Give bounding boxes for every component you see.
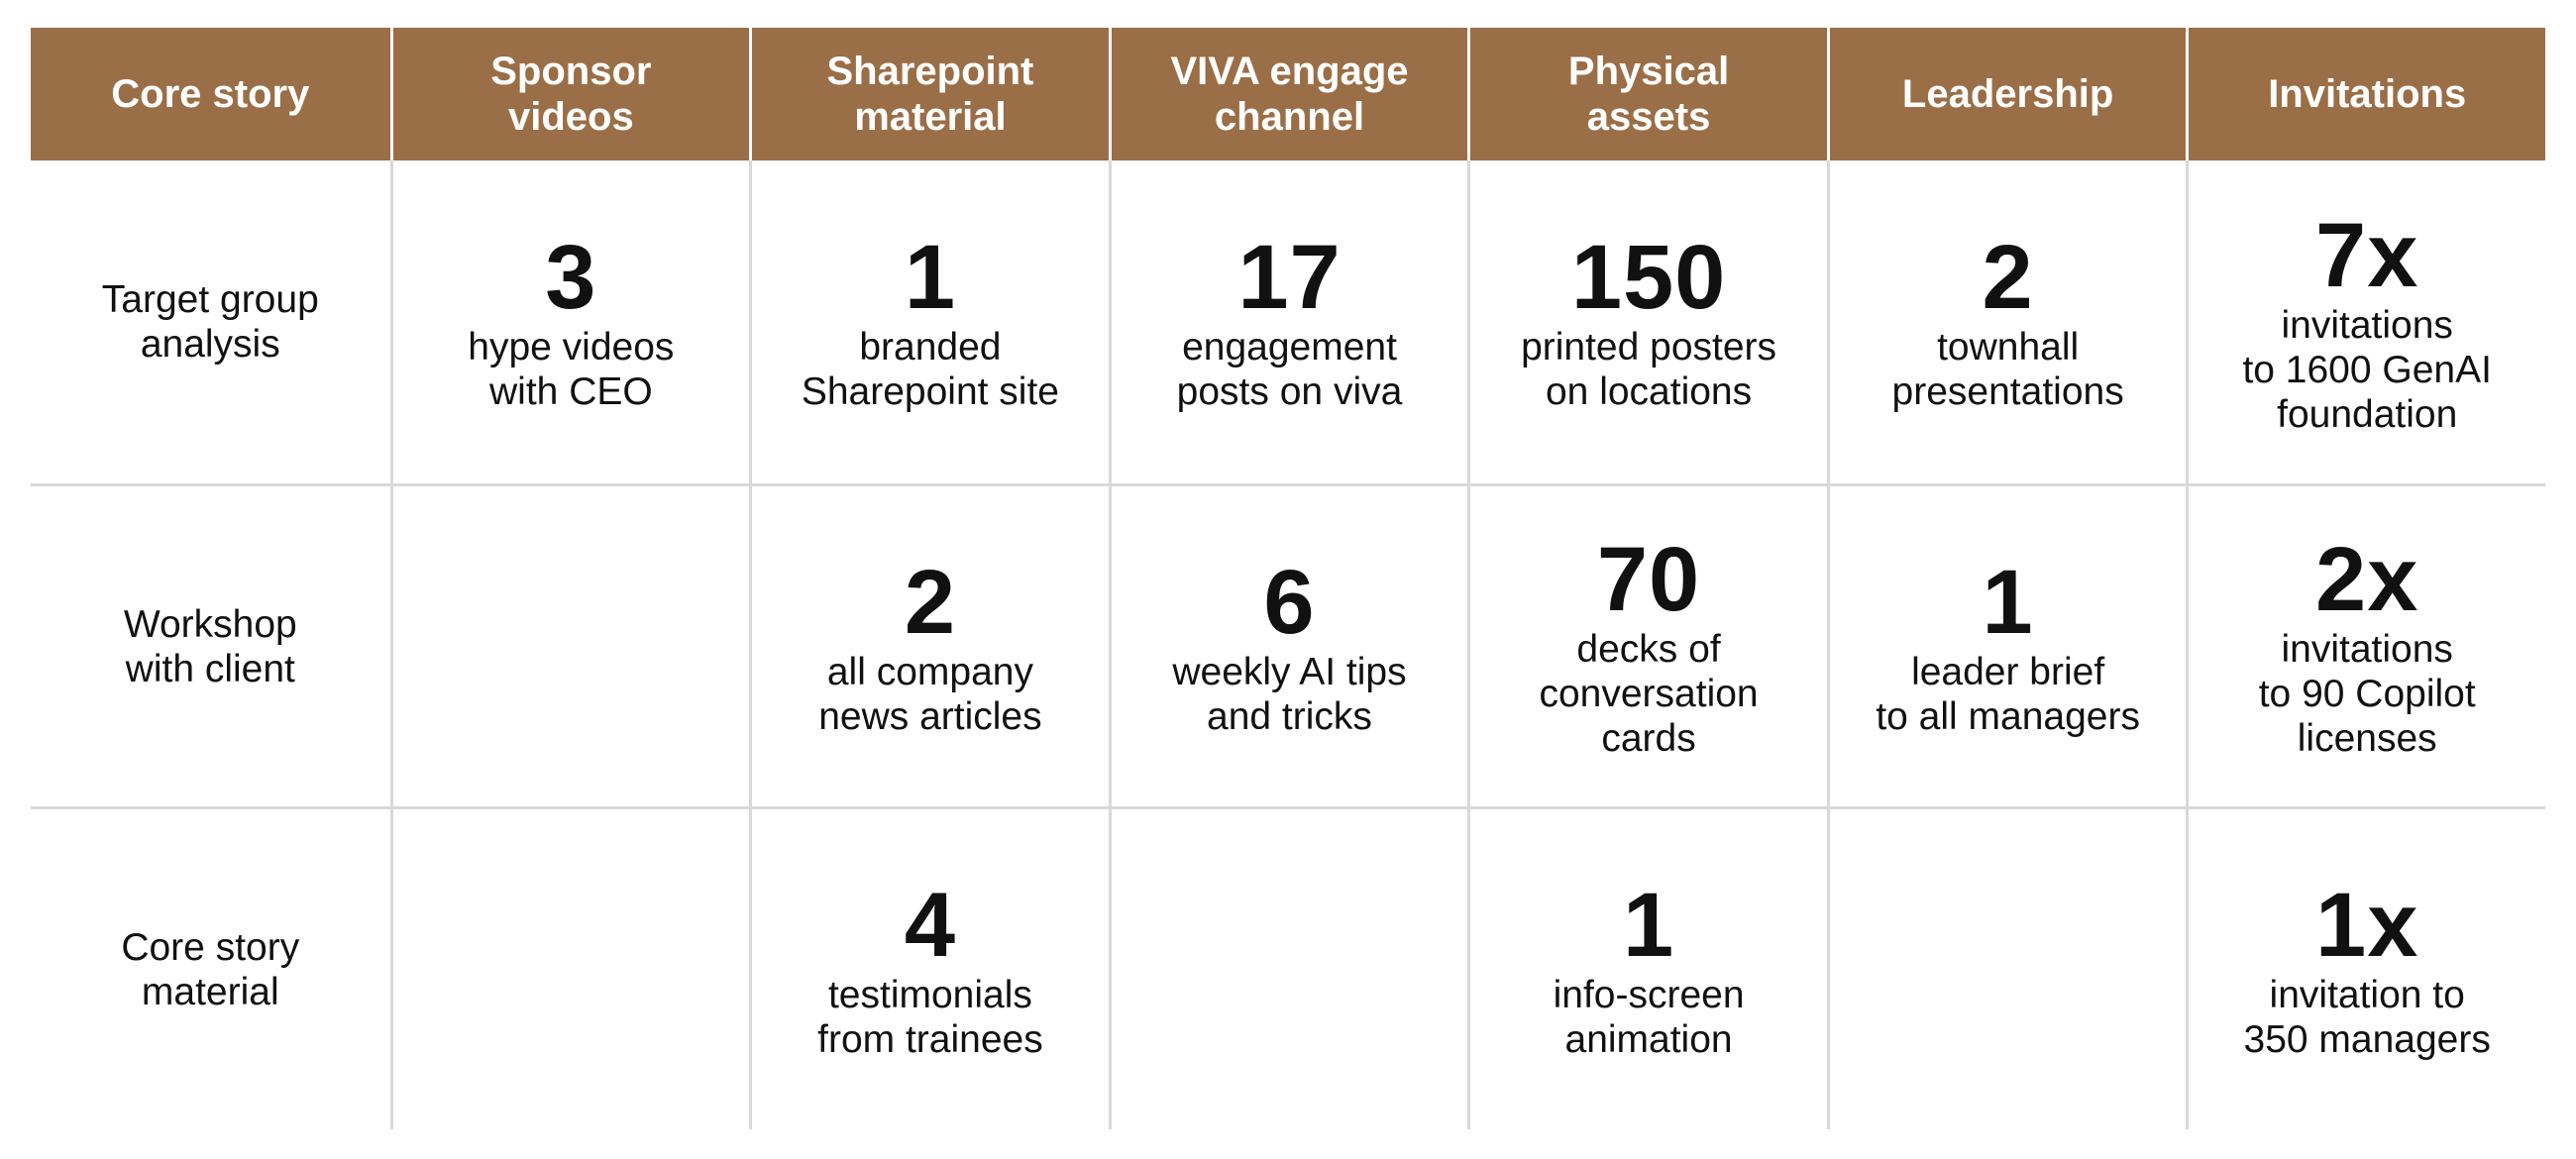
header-viva-engage-channel: VIVA engage channel [1108,28,1468,160]
metric-description: printed posters on locations [1521,326,1777,413]
metric-description: info-screen animation [1553,973,1745,1061]
cell-physical-assets: 1 info-screen animation [1467,806,1827,1129]
cell-sharepoint-material: 4 testimonials from trainees [749,806,1109,1129]
row-label-core-story-material: Core story material [31,806,390,1129]
header-leadership: Leadership [1826,28,2187,160]
metric-number: 70 [1596,529,1701,630]
metric-number: 1x [2315,874,2419,976]
metric-number: 2x [2315,529,2419,630]
header-physical-assets: Physical assets [1467,28,1827,160]
deliverables-matrix: Core story Sponsor videos Sharepoint mat… [31,28,2545,1129]
row-label-target-group-analysis: Target group analysis [31,160,390,483]
metric-number: 7x [2315,204,2419,306]
metric-number: 3 [545,227,597,328]
cell-leadership: 2 townhall presentations [1826,160,2187,483]
metric-description: engagement posts on viva [1176,326,1403,413]
cell-invitations: 7x invitations to 1600 GenAI foundation [2186,160,2545,483]
cell-leadership [1826,806,2187,1129]
metric-number: 4 [904,874,956,976]
header-sharepoint-material: Sharepoint material [749,28,1109,160]
cell-sharepoint-material: 1 branded Sharepoint site [749,160,1109,483]
row-label-text: Target group analysis [101,278,319,366]
metric-number: 17 [1237,227,1342,328]
cell-viva-engage-channel: 6 weekly AI tips and tricks [1108,483,1468,806]
metric-description: testimonials from trainees [817,973,1043,1061]
metric-number: 1 [1982,551,2034,653]
metric-description: all company news articles [818,650,1042,738]
cell-physical-assets: 150 printed posters on locations [1467,160,1827,483]
cell-sponsor-videos [389,806,750,1129]
cell-invitations: 2x invitations to 90 Copilot licenses [2186,483,2545,806]
metric-description: invitation to 350 managers [2243,973,2491,1061]
header-invitations: Invitations [2186,28,2545,160]
metric-description: leader brief to all managers [1876,650,2140,738]
metric-description: decks of conversation cards [1539,628,1759,760]
cell-viva-engage-channel: 17 engagement posts on viva [1108,160,1468,483]
cell-sharepoint-material: 2 all company news articles [749,483,1109,806]
row-label-text: Workshop with client [123,602,297,690]
metric-number: 2 [904,551,956,653]
cell-viva-engage-channel [1108,806,1468,1129]
cell-sponsor-videos: 3 hype videos with CEO [389,160,750,483]
metric-description: invitations to 1600 GenAI foundation [2242,303,2492,436]
cell-physical-assets: 70 decks of conversation cards [1467,483,1827,806]
metric-number: 1 [1622,874,1675,976]
cell-leadership: 1 leader brief to all managers [1826,483,2187,806]
metric-description: invitations to 90 Copilot licenses [2258,628,2476,760]
metric-number: 1 [904,227,956,328]
metric-description: hype videos with CEO [468,326,675,413]
cell-invitations: 1x invitation to 350 managers [2186,806,2545,1129]
header-sponsor-videos: Sponsor videos [389,28,750,160]
row-label-workshop-with-client: Workshop with client [31,483,390,806]
header-core-story: Core story [31,28,390,160]
metric-number: 6 [1263,551,1316,653]
metric-number: 150 [1570,227,1727,328]
row-label-text: Core story material [121,925,300,1013]
metric-number: 2 [1982,227,2034,328]
metric-description: branded Sharepoint site [801,326,1059,413]
metric-description: townhall presentations [1891,326,2124,413]
metric-description: weekly AI tips and tricks [1172,650,1407,738]
cell-sponsor-videos [389,483,750,806]
